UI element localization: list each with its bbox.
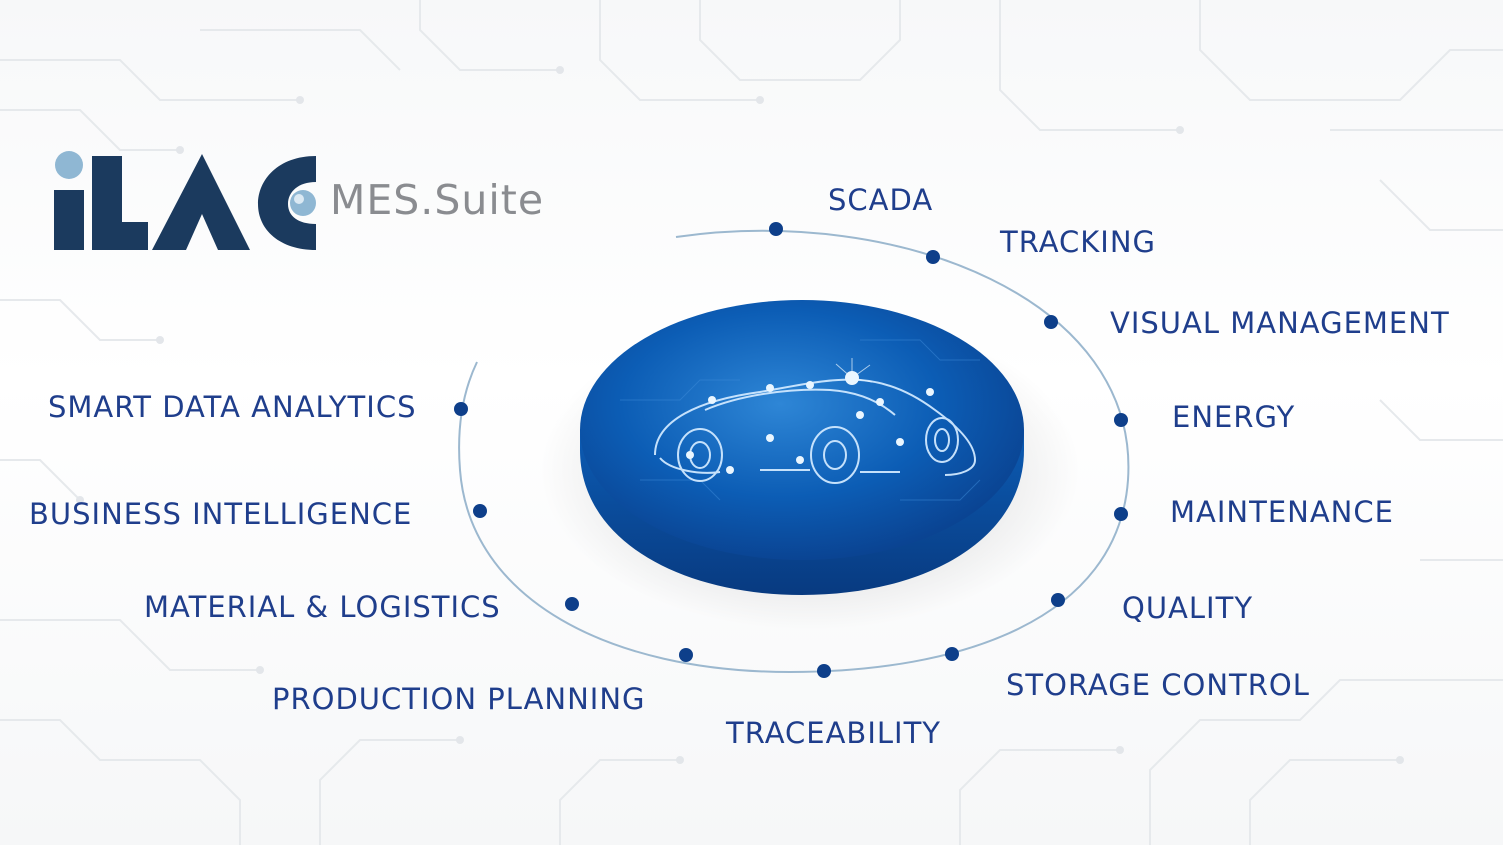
- itac-logo: [54, 151, 316, 250]
- module-label-scada: SCADA: [828, 183, 934, 217]
- module-label-traceability: TRACEABILITY: [726, 716, 942, 750]
- orbit-ring: [458, 229, 1130, 674]
- module-label-business-intelligence: BUSINESS INTELLIGENCE: [29, 497, 413, 531]
- dot-energy: [1114, 413, 1128, 427]
- module-label-storage-control: STORAGE CONTROL: [1006, 668, 1310, 702]
- dot-tracking: [926, 250, 940, 264]
- dot-production-planning: [679, 648, 693, 662]
- module-label-production-planning: PRODUCTION PLANNING: [272, 682, 646, 716]
- dot-smart-data-analytics: [454, 402, 468, 416]
- module-label-visual-management: VISUAL MANAGEMENT: [1110, 306, 1450, 340]
- mes-suite-wordmark: MES.Suite: [330, 176, 545, 224]
- dot-maintenance: [1114, 507, 1128, 521]
- dot-scada: [769, 222, 783, 236]
- module-label-energy: ENERGY: [1172, 400, 1296, 434]
- module-label-quality: QUALITY: [1122, 591, 1254, 625]
- dot-storage-control: [945, 647, 959, 661]
- dot-quality: [1051, 593, 1065, 607]
- module-label-tracking: TRACKING: [1000, 225, 1157, 259]
- dot-visual-management: [1044, 315, 1058, 329]
- module-label-smart-data-analytics: SMART DATA ANALYTICS: [48, 390, 417, 424]
- dot-business-intelligence: [473, 504, 487, 518]
- dot-material-logistics: [565, 597, 579, 611]
- module-label-maintenance: MAINTENANCE: [1170, 495, 1394, 529]
- module-label-material-logistics: MATERIAL & LOGISTICS: [144, 590, 501, 624]
- dot-traceability: [817, 664, 831, 678]
